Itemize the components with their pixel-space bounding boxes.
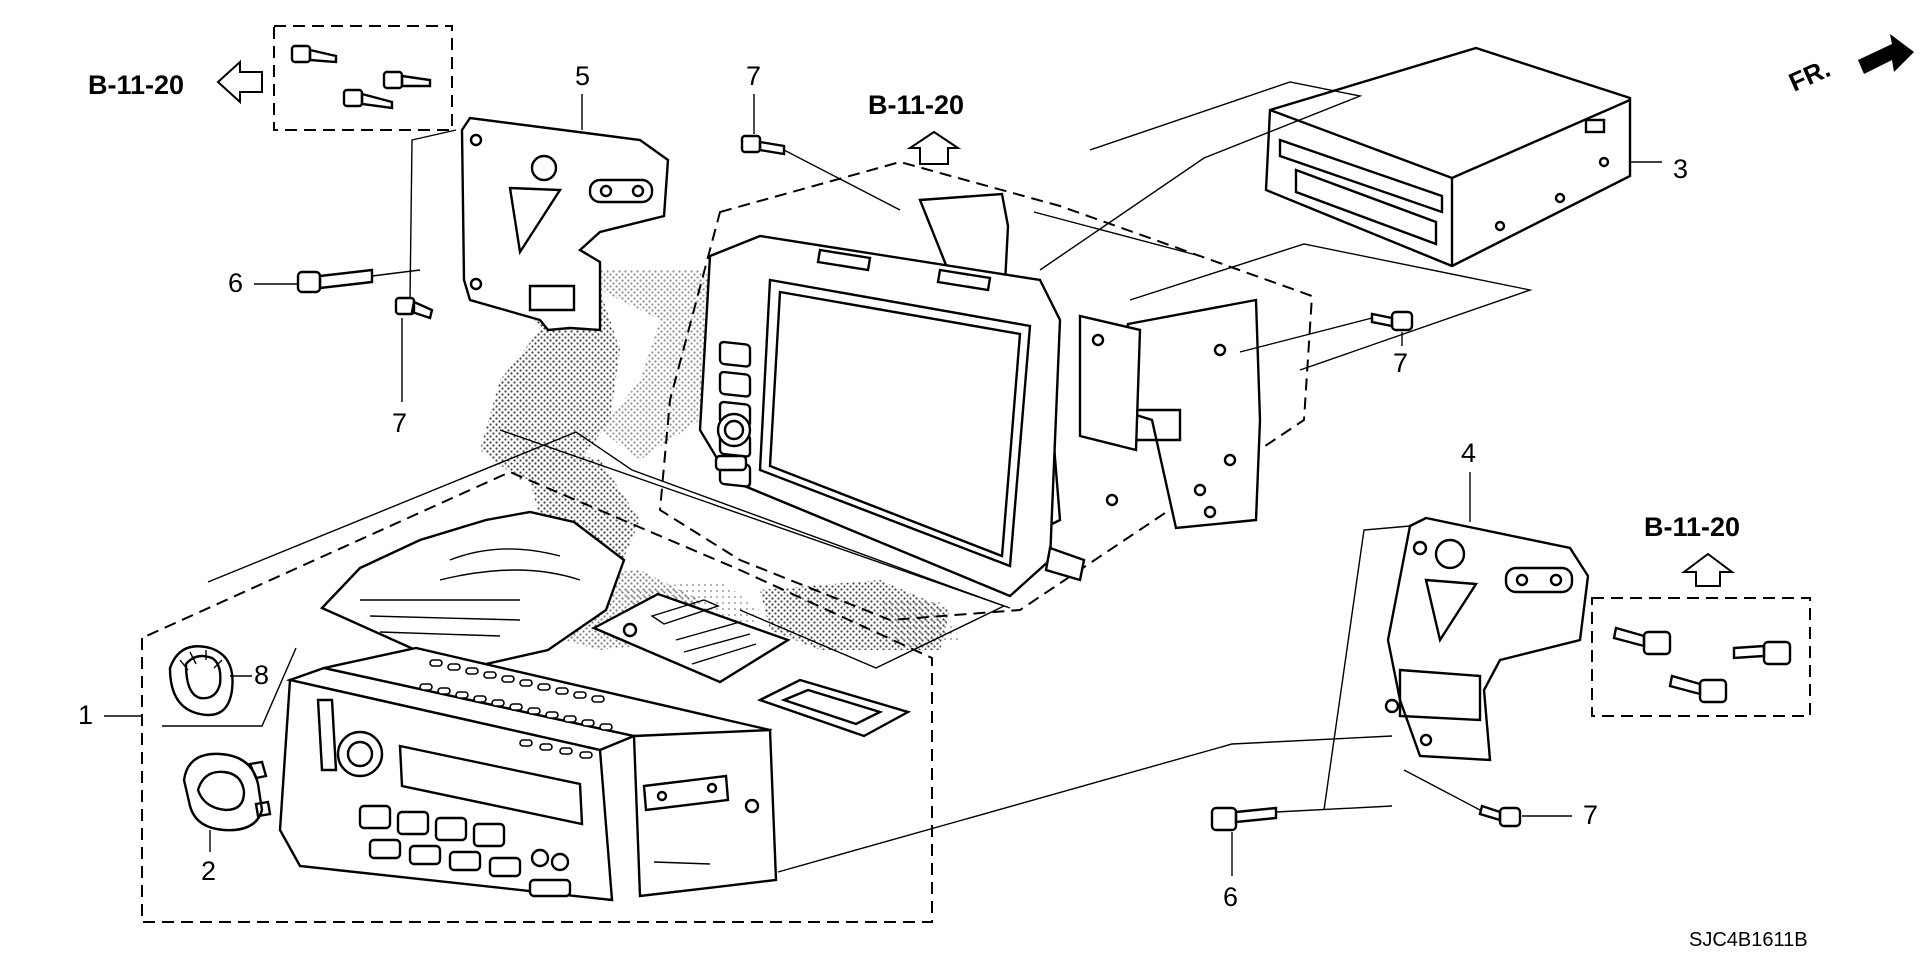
bolt-set-box-top-left	[273, 25, 453, 131]
callout-5: 5	[575, 61, 590, 91]
bolt-7-right	[1370, 310, 1414, 332]
direction-label: FR.	[1784, 53, 1834, 97]
callout-7-left: 7	[392, 408, 407, 438]
callout-7-top: 7	[746, 61, 761, 91]
knob-divider	[162, 647, 297, 727]
kit-slab-outline	[207, 431, 1006, 669]
callout-7-bottom: 7	[1583, 800, 1598, 830]
manual-card	[591, 592, 791, 684]
label-card	[756, 678, 912, 738]
ref-label-right: B-11-20	[1644, 512, 1740, 542]
cd-changer-unit	[1264, 46, 1662, 268]
vent-pattern	[419, 659, 613, 759]
bracket-5	[409, 116, 670, 332]
knob-2	[182, 752, 272, 832]
bolt-icon	[1668, 674, 1728, 704]
callout-1: 1	[78, 700, 93, 730]
bracket-4	[1323, 516, 1590, 811]
bolt-7-bottom	[1478, 804, 1522, 828]
knob-8	[168, 645, 234, 717]
ref-group-top-left: B-11-20	[88, 25, 453, 131]
nav-assembly-outline	[658, 160, 1314, 622]
bolt-6-left	[296, 268, 374, 294]
arrow-front-icon	[1858, 34, 1914, 74]
callout-6-left: 6	[228, 268, 243, 298]
bolt-icon	[342, 88, 394, 110]
bolt-icon	[1612, 626, 1672, 656]
diagram-code: SJC4B1611B	[1689, 929, 1808, 951]
callout-2: 2	[201, 856, 216, 886]
callout-4: 4	[1461, 438, 1476, 468]
ref-label-top-center: B-11-20	[868, 90, 964, 120]
bolt-7-top	[740, 134, 786, 156]
bolt-set-box-right	[1591, 597, 1811, 717]
cd-outline-lower	[1129, 243, 1533, 371]
front-direction-indicator: FR.	[1784, 34, 1914, 97]
callout-7-right: 7	[1393, 348, 1408, 378]
bolt-6-bottom	[1210, 806, 1278, 832]
bolt-7-left	[394, 296, 434, 320]
callout-3: 3	[1673, 154, 1688, 184]
ref-label-top-left: B-11-20	[88, 70, 184, 100]
arrow-up-icon	[906, 130, 962, 165]
kit-outline	[141, 470, 933, 923]
arrow-left-icon	[216, 59, 263, 105]
cd-outline-upper	[1039, 81, 1363, 271]
arrow-up-icon	[1681, 552, 1735, 587]
callout-6-bottom: 6	[1223, 882, 1238, 912]
bolt-icon	[290, 44, 338, 64]
audio-unit	[278, 646, 778, 902]
callout-8: 8	[254, 660, 269, 690]
navigation-display-unit	[698, 192, 1262, 598]
bolt-icon	[382, 70, 432, 90]
bolt-icon	[1732, 640, 1792, 666]
